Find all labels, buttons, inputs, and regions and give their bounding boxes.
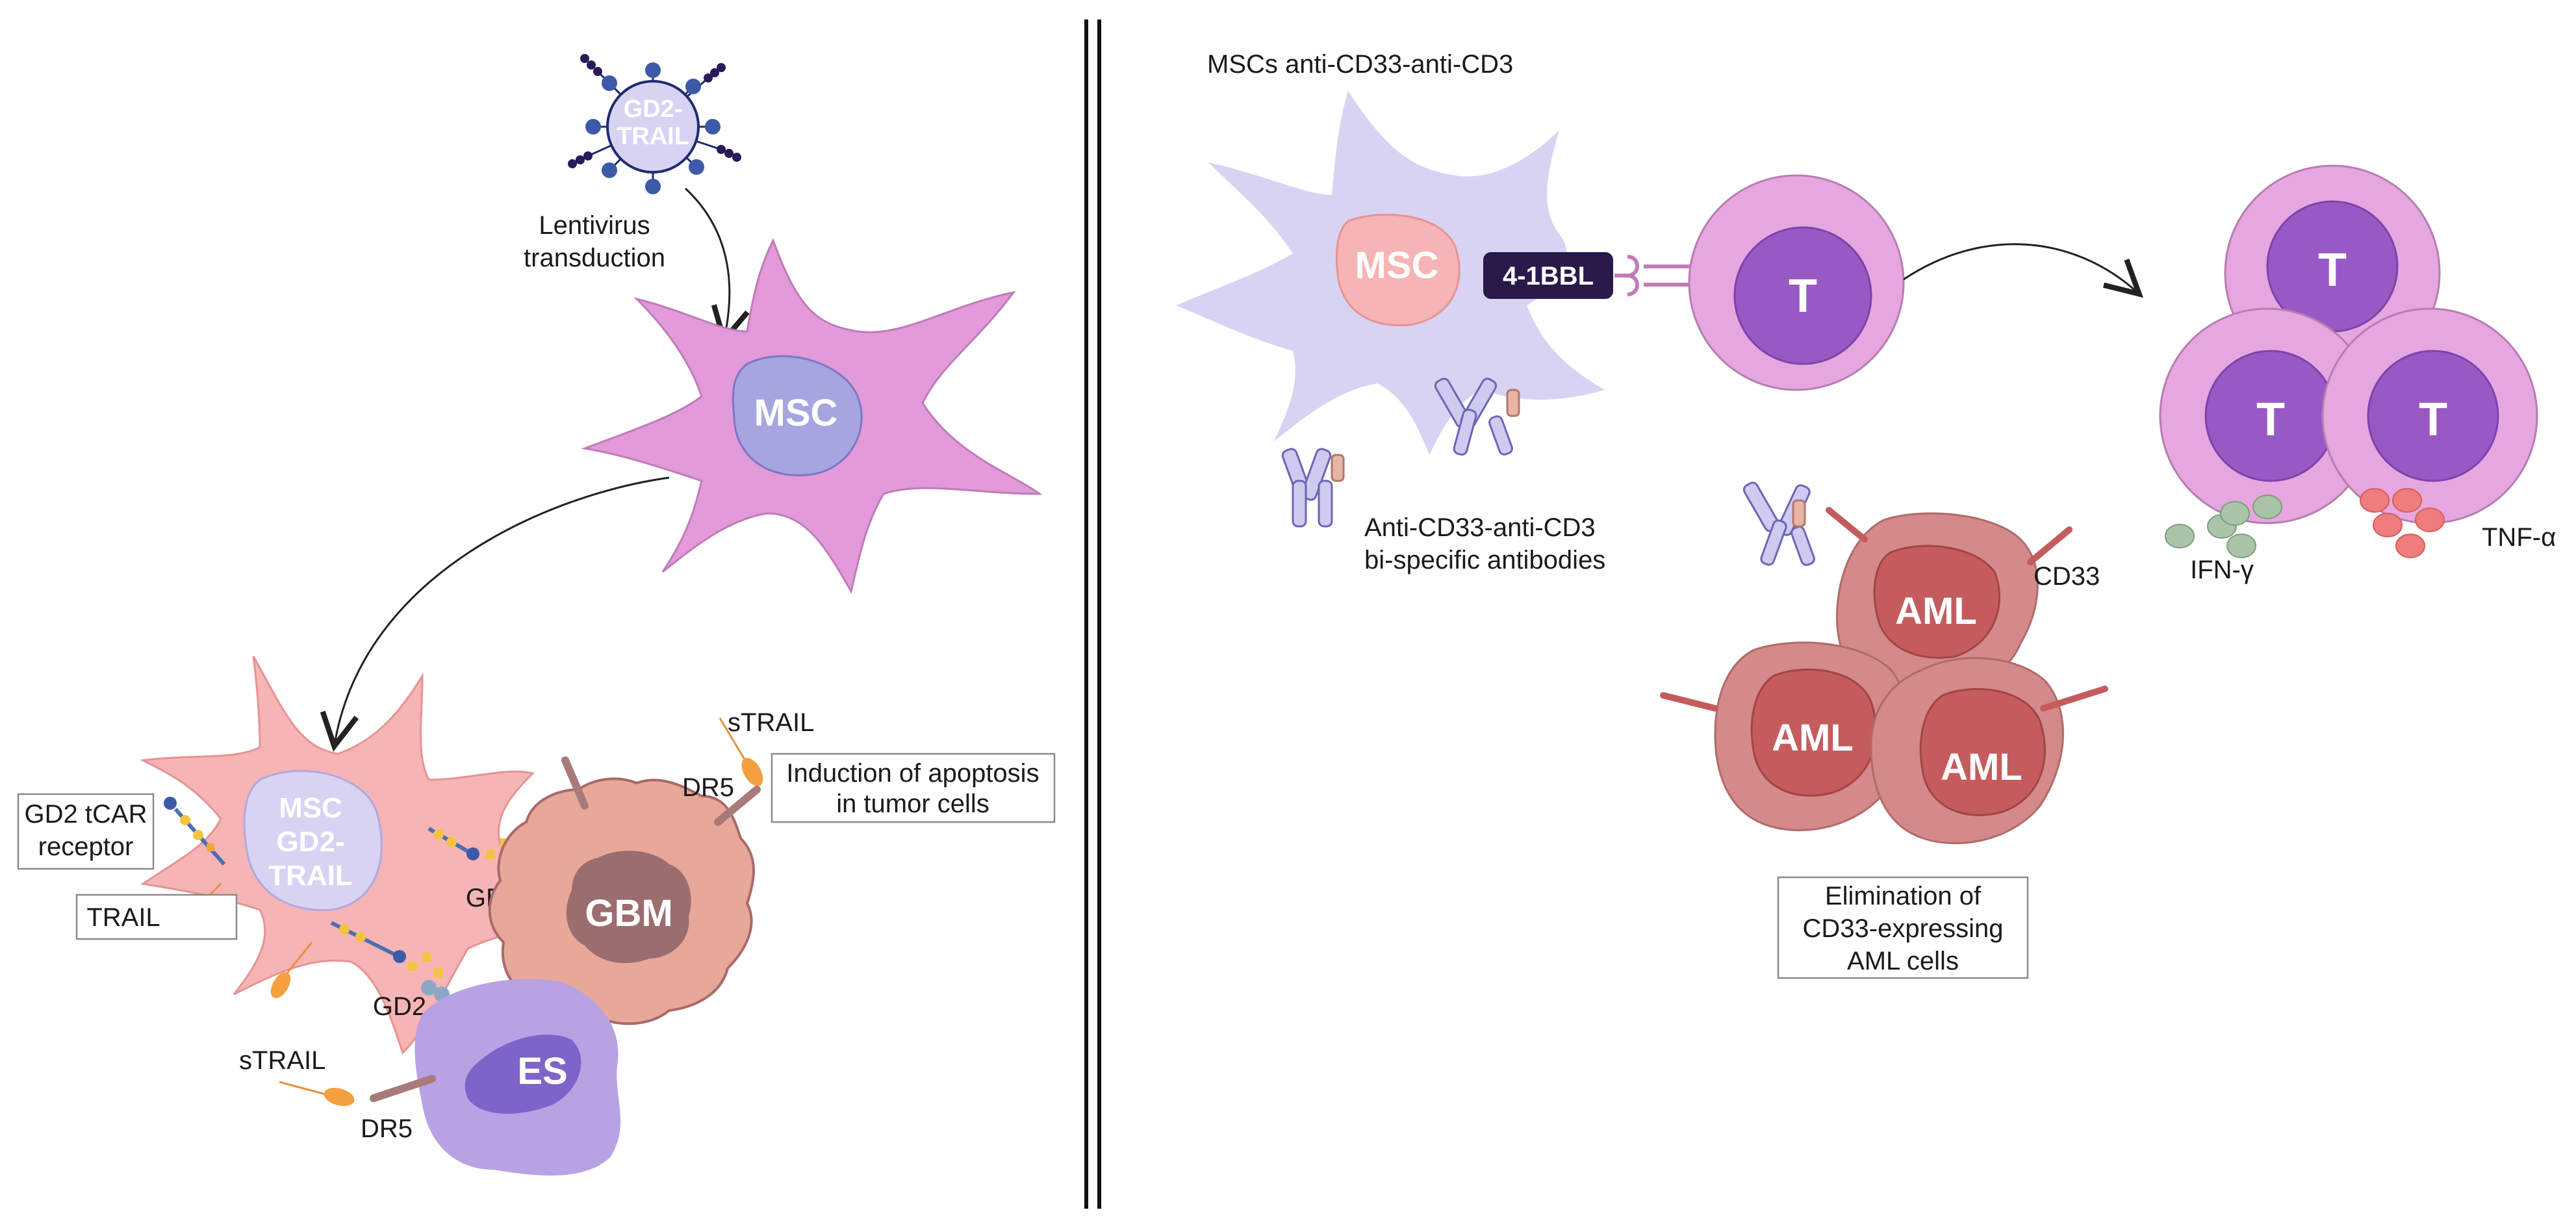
- virus-label-line2: TRAIL: [617, 123, 689, 150]
- apoptosis-box: Induction of apoptosis in tumor cells: [771, 753, 1056, 823]
- msc-engineered-label-line1: MSC: [279, 792, 342, 824]
- virus-label-line1: GD2-: [624, 96, 683, 123]
- msc-right-nucleus: [1335, 213, 1460, 327]
- arrow-msc-to-engineered: [320, 476, 670, 752]
- msc-top-label: MSC: [754, 392, 838, 434]
- trail-molecule-low: [270, 942, 313, 998]
- msc-top-nucleus: [732, 355, 863, 476]
- arrow-virus-to-msc: [684, 187, 750, 346]
- t-cell-single: T: [1688, 174, 1905, 391]
- panel-divider: [1084, 19, 1101, 1209]
- dr5-receptor-gbm-left: [561, 756, 589, 810]
- ifn-gamma-vesicles: [2165, 495, 2282, 558]
- msc-right-label: MSC: [1355, 244, 1439, 287]
- elimination-box-line1: Elimination of: [1825, 882, 1982, 910]
- msc-cell-top: MSC: [581, 238, 1043, 594]
- msc-engineered-label-line3: TRAIL: [268, 860, 353, 892]
- gbm-label: GBM: [585, 892, 672, 934]
- ifn-gamma-label: IFN-γ: [2190, 556, 2254, 584]
- elimination-box-line3: AML cells: [1847, 947, 1959, 975]
- antibody-caption-line2: bi-specific antibodies: [1364, 546, 1605, 574]
- gd2-tcar-receptor-left: [164, 797, 226, 866]
- gd2-tcar-box: GD2 tCAR receptor: [17, 793, 155, 870]
- gd2-label-lower: GD2: [373, 992, 426, 1021]
- right-title: MSCs anti-CD33-anti-CD3: [1207, 50, 1513, 79]
- virus-dots: [568, 54, 741, 168]
- t-cell-cluster-label-3: T: [2419, 394, 2447, 446]
- gbm-cell: GBM: [488, 777, 755, 1025]
- lentivirus-caption-line1: Lentivirus: [539, 211, 650, 240]
- t-cell-cluster-label-2: T: [2256, 394, 2285, 446]
- ligand-4-1bbl: 4-1BBL: [1483, 252, 1613, 299]
- bispecific-antibody-1: [1281, 448, 1345, 528]
- aml-cell-top-label: AML: [1895, 590, 1977, 632]
- aml-cell-left: AML: [1714, 641, 1908, 832]
- t-cell-cluster: T T T: [2159, 164, 2538, 524]
- gd2-tcar-receptor-low: [330, 921, 406, 963]
- dr5-label-lower: DR5: [361, 1114, 413, 1143]
- gd2-tcar-receptor-mid: [427, 827, 479, 860]
- es-label: ES: [517, 1050, 567, 1092]
- strail-molecule-upper: [719, 717, 763, 786]
- t-cell-cluster-label-1: T: [2318, 244, 2347, 296]
- dr5-receptor-gbm-right: [714, 786, 761, 826]
- virus-capsid: [606, 80, 700, 174]
- msc-engineered-label-line2: GD2-: [276, 826, 344, 858]
- dr5-label-upper: DR5: [682, 773, 734, 802]
- lentivirus-caption-line2: transduction: [524, 244, 665, 272]
- aml-cell-top: AML: [1836, 512, 2039, 697]
- gd2-tcar-box-line1: GD2 tCAR: [25, 800, 147, 829]
- bispecific-antibody-3: [1742, 482, 1815, 566]
- lentivirus-particle: GD2- TRAIL: [568, 54, 741, 194]
- trail-box: TRAIL: [75, 894, 238, 940]
- apoptosis-box-line2: in tumor cells: [836, 790, 989, 818]
- arrow-t-to-cluster: [1903, 243, 2143, 298]
- aml-cell-left-label: AML: [1772, 717, 1854, 759]
- elimination-box: Elimination of CD33-expressing AML cells: [1777, 876, 2029, 979]
- t-cell-cluster-right: T: [2321, 307, 2538, 524]
- tnf-alpha-vesicles: [2360, 488, 2445, 558]
- bispecific-antibody-2: [1434, 378, 1520, 456]
- es-cell: ES: [414, 979, 621, 1176]
- msc-engineered-nucleus: [243, 769, 383, 911]
- strail-molecule-lower: [279, 1081, 355, 1107]
- es-nucleus: [465, 1035, 581, 1114]
- aml-cell-right: AML: [1870, 657, 2064, 845]
- msc-cell-right: MSC: [1176, 91, 1605, 455]
- trail-box-label: TRAIL: [86, 903, 160, 932]
- t-cell-receptor: [1614, 255, 1696, 296]
- ligand-4-1bbl-label: 4-1BBL: [1503, 262, 1594, 290]
- t-cell-single-label: T: [1789, 270, 1817, 322]
- tnf-alpha-label: TNF-α: [2482, 523, 2556, 552]
- antibody-caption-line1: Anti-CD33-anti-CD3: [1364, 513, 1596, 542]
- dr5-receptor-es: [370, 1075, 436, 1102]
- strail-label-lower: sTRAIL: [239, 1046, 325, 1075]
- msc-cell-engineered: MSC GD2- TRAIL: [139, 656, 568, 1055]
- cd33-label: CD33: [2034, 562, 2100, 591]
- aml-cell-right-label: AML: [1941, 746, 2022, 788]
- gd2-tcar-box-line2: receptor: [38, 832, 134, 861]
- cd33-receptors: [1660, 507, 2108, 712]
- strail-label-upper: sTRAIL: [728, 708, 814, 737]
- elimination-box-line2: CD33-expressing: [1802, 914, 2003, 943]
- gbm-nucleus: [566, 851, 691, 964]
- apoptosis-box-line1: Induction of apoptosis: [786, 759, 1039, 788]
- virus-knobs: [585, 62, 721, 194]
